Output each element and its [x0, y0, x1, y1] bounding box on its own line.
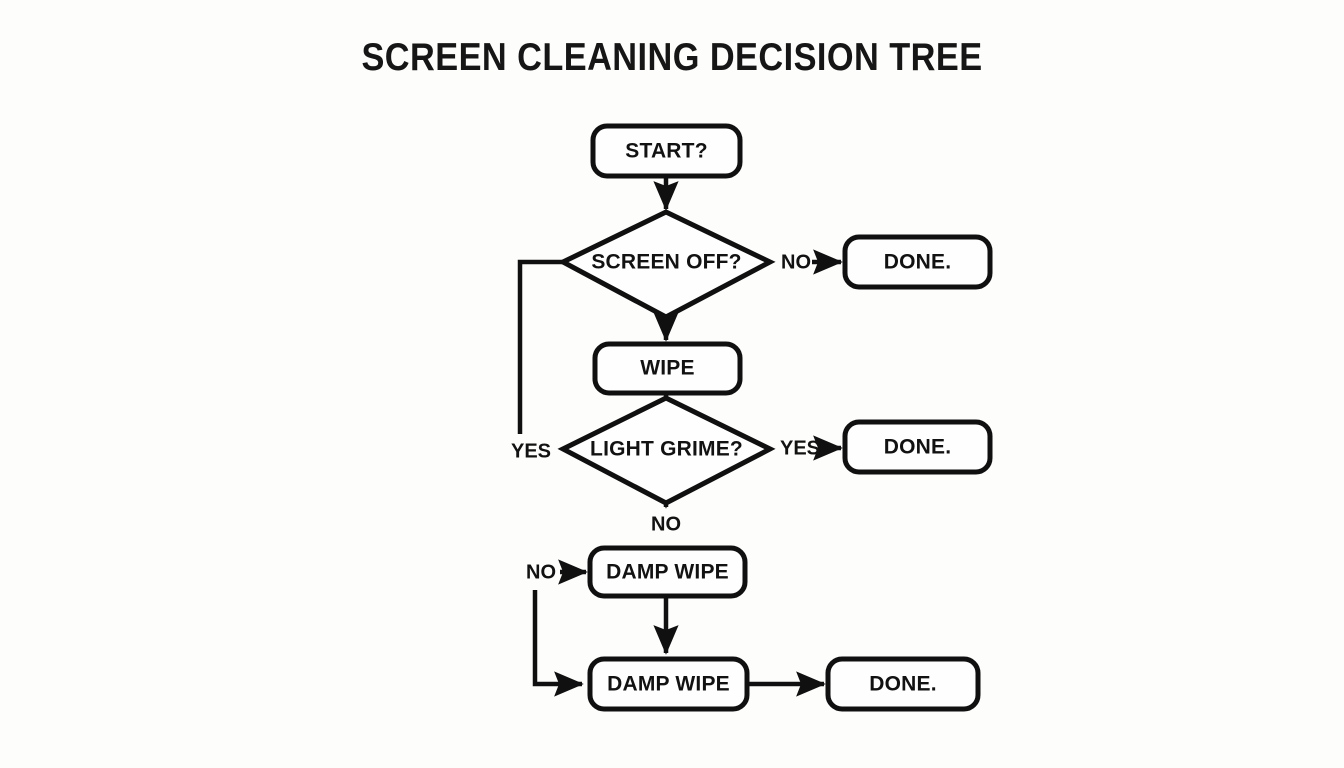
node-damp-wipe-1-label: DAMP WIPE	[606, 561, 729, 584]
node-done-3-label: DONE.	[869, 673, 937, 696]
edge-label-screen-off-yes: YES	[511, 440, 551, 462]
edge-label-light-grime-no: NO	[651, 513, 681, 535]
node-screen-off[interactable]: SCREEN OFF?	[557, 209, 776, 320]
edge-damp-wipe-no-rail	[532, 590, 584, 697]
edge-label-screen-off-no: NO	[781, 251, 811, 273]
node-start-label: START?	[625, 140, 707, 163]
edge-label-light-grime-yes: YES	[780, 437, 820, 459]
node-screen-off-label: SCREEN OFF?	[591, 251, 741, 274]
node-damp-wipe-1[interactable]: DAMP WIPE	[587, 545, 748, 599]
node-wipe-label: WIPE	[640, 357, 694, 380]
page-title: SCREEN CLEANING DECISION TREE	[361, 36, 983, 79]
node-start[interactable]: START?	[590, 123, 743, 179]
node-wipe[interactable]: WIPE	[592, 341, 743, 396]
node-done-3[interactable]: DONE.	[825, 656, 981, 712]
node-light-grime[interactable]: LIGHT GRIME?	[557, 395, 776, 506]
edge-label-damp-wipe-no: NO	[526, 561, 556, 583]
node-done-1-label: DONE.	[884, 251, 952, 274]
node-damp-wipe-2[interactable]: DAMP WIPE	[587, 656, 750, 712]
node-done-2[interactable]: DONE.	[842, 419, 993, 475]
node-damp-wipe-2-label: DAMP WIPE	[607, 673, 730, 696]
node-light-grime-label: LIGHT GRIME?	[590, 438, 743, 461]
node-done-1[interactable]: DONE.	[842, 234, 993, 290]
node-done-2-label: DONE.	[884, 436, 952, 459]
edge-screen-off-yes-rail	[517, 259, 563, 434]
